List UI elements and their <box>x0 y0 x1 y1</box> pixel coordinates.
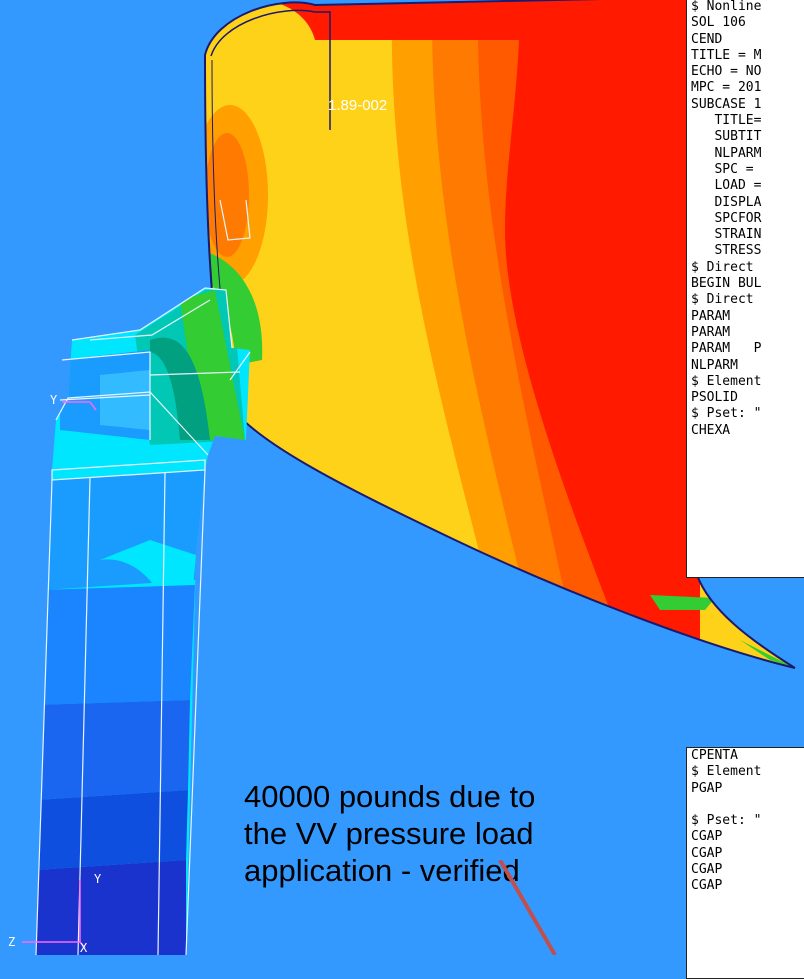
deck-line: PARAM P <box>691 341 762 357</box>
annotation-text: 40000 pounds due to the VV pressure load… <box>244 778 604 889</box>
deck-line: ECHO = NO <box>691 64 762 80</box>
deck-line: $ Pset: " <box>691 813 762 829</box>
deck-line: PARAM <box>691 308 731 324</box>
deck-line: CGAP <box>691 862 723 878</box>
annotation-line: application - verified <box>244 853 520 888</box>
deck-line <box>691 797 804 813</box>
deck-line: PARAM <box>691 324 731 340</box>
upper-axis-triad <box>62 401 97 411</box>
triad-y-label-lower: Y <box>94 872 102 886</box>
deck-line: CEND <box>691 31 723 47</box>
triad-y-label: Y <box>50 393 58 407</box>
deck-line: PGAP <box>691 780 723 796</box>
annotation-line: 40000 pounds due to <box>244 779 536 814</box>
lower-axis-triad <box>22 880 86 949</box>
deck-line: DISPLA <box>691 194 762 210</box>
deck-line: PSOLID <box>691 390 738 406</box>
triad-z-label: Z <box>8 935 16 949</box>
deck-line: $ Element <box>691 764 762 780</box>
pointer-arrow <box>498 860 557 955</box>
deck-line: $ Pset: " <box>691 406 762 422</box>
deck-line: SUBTIT <box>691 129 762 145</box>
deck-line: TITLE= <box>691 113 762 129</box>
deck-line: SUBCASE 1 <box>691 96 762 112</box>
deck-line: SOL 106 <box>691 15 746 31</box>
deck-line: CPENTA <box>691 748 738 763</box>
triad-x-label: X <box>80 941 88 955</box>
deck-line: $ Direct <box>691 292 754 308</box>
deck-line: CHEXA <box>691 422 731 438</box>
deck-line: CGAP <box>691 829 723 845</box>
support-leg <box>36 288 250 955</box>
deck-line: $ Nonline <box>691 0 762 14</box>
deck-line: MPC = 201 <box>691 80 762 96</box>
deck-line: $ Direct <box>691 259 754 275</box>
deck-line: STRAIN <box>691 227 762 243</box>
deck-line: TITLE = M <box>691 47 762 63</box>
deck-line: $ Element <box>691 373 762 389</box>
leg-edges <box>35 199 251 955</box>
deck-line: STRESS <box>691 243 762 259</box>
deck-line: SPCFOR <box>691 210 762 226</box>
contour-value-label: 1.89-002 <box>328 97 388 114</box>
annotation-line: the VV pressure load <box>244 816 534 851</box>
deck-line: NLPARM <box>691 145 762 161</box>
deck-line: SPC = <box>691 161 754 177</box>
deck-line: BEGIN BUL <box>691 276 762 292</box>
deck-line: CGAP <box>691 878 723 894</box>
deck-line: CGAP <box>691 845 723 861</box>
deck-line: LOAD = <box>691 178 762 194</box>
deck-line: NLPARM <box>691 357 738 373</box>
